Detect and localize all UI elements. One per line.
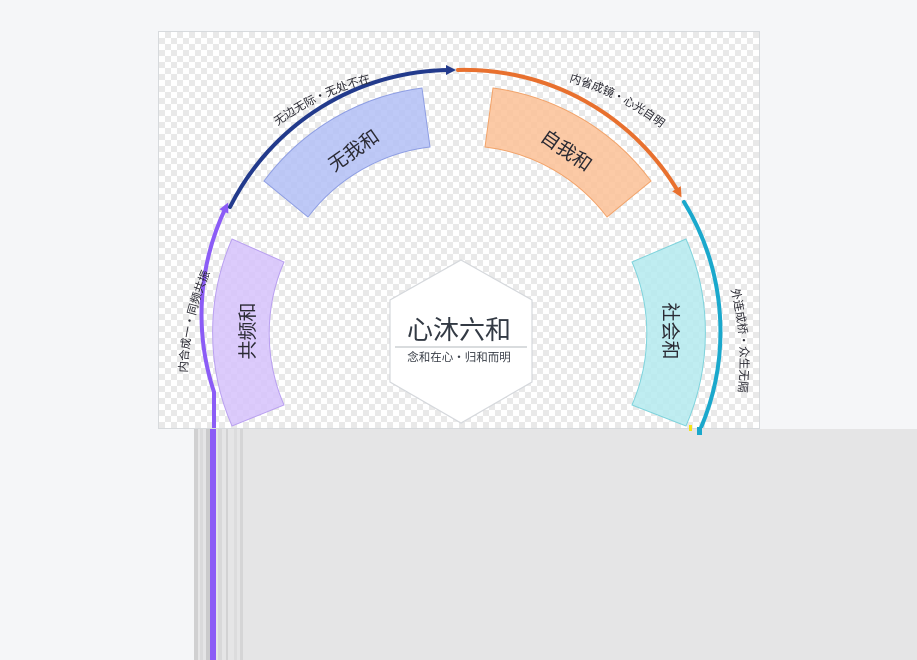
render-glitch-area — [194, 429, 917, 660]
render-notch — [689, 425, 692, 431]
segment-shehui[interactable]: 社会和 — [631, 238, 706, 427]
center-title: 心沐六和 — [407, 316, 511, 346]
segment-gongpin-shape — [212, 238, 285, 427]
center-hexagon[interactable]: 心沐六和 念和在心・归和而明 — [389, 259, 533, 424]
segment-gongpin-label: 共频和 — [237, 302, 259, 359]
segment-shehui-shape — [631, 238, 706, 427]
segment-shehui-label: 社会和 — [659, 302, 681, 359]
arc-purple — [199, 202, 229, 428]
segment-ziwo-shape — [484, 87, 652, 218]
purple-line-overflow — [210, 429, 216, 660]
arc-navy — [228, 65, 456, 209]
segment-gongpin[interactable]: 共频和 — [212, 238, 285, 427]
center-subtitle: 念和在心・归和而明 — [407, 350, 511, 364]
teal-line-overflow — [697, 427, 702, 435]
arc-teal — [682, 200, 723, 428]
arc-caption-purple: 内合成一・同频共振 — [176, 268, 213, 373]
segment-wuwo-shape — [263, 87, 431, 218]
arc-orange — [456, 67, 682, 198]
arc-caption-teal: 外连成桥・众生无隔 — [728, 287, 751, 393]
center-hexagon-shape — [389, 259, 533, 424]
diagram-canvas: 内合成一・同频共振 无边无际・无处不在 内省成镜・心光自明 外连成桥・众生无隔 … — [158, 31, 760, 429]
six-harmony-diagram: 内合成一・同频共振 无边无际・无处不在 内省成镜・心光自明 外连成桥・众生无隔 … — [176, 65, 751, 428]
